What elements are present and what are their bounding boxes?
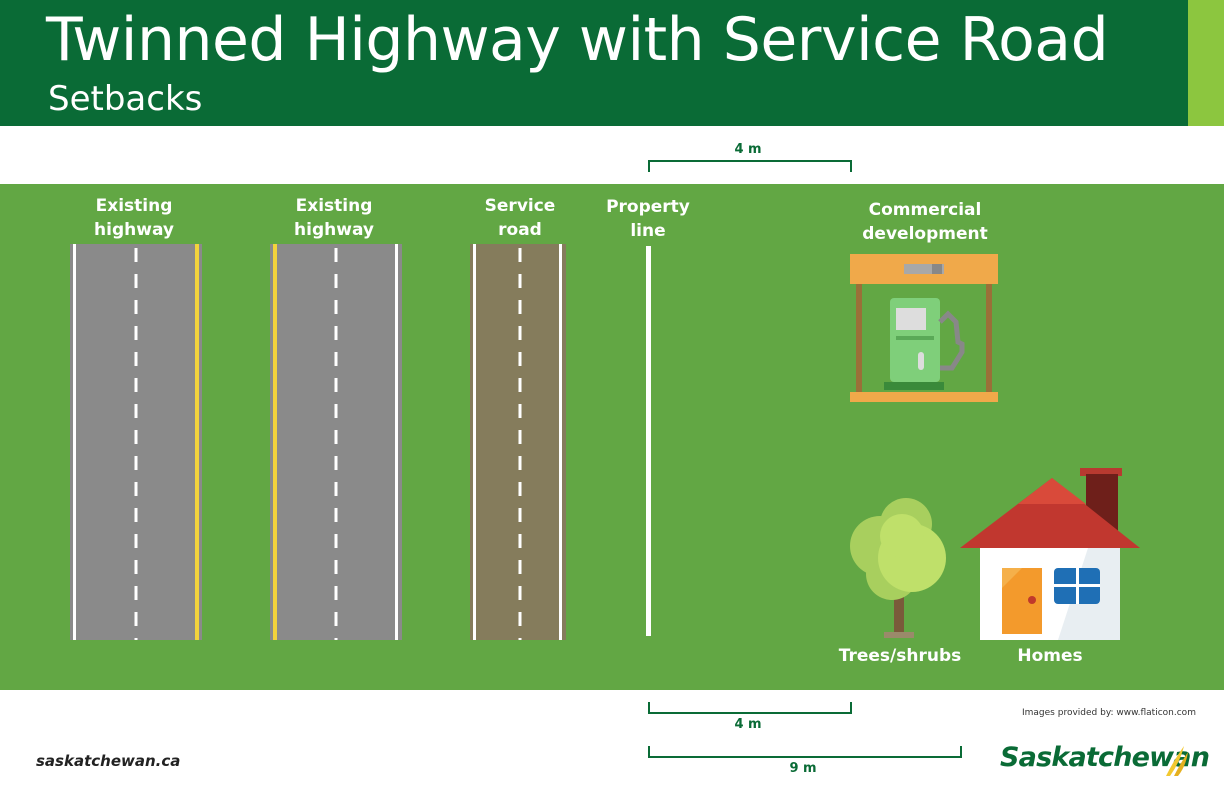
label-service-road: Service road: [484, 196, 556, 240]
label-trees-shrubs: Trees/shrubs: [838, 646, 962, 666]
existing-highway-1: [70, 244, 202, 640]
gas-station-icon: [850, 254, 998, 402]
dimension-bracket-top-commercial: [648, 160, 852, 172]
tree-icon: [850, 498, 946, 638]
label-homes: Homes: [1017, 646, 1083, 666]
label-commercial-development: Commercial development: [862, 200, 988, 244]
label-existing-highway-1: Existing highway: [94, 196, 174, 240]
page-subtitle: Setbacks: [48, 79, 203, 119]
service-road: [470, 244, 566, 640]
image-credit: Images provided by: www.flaticon.com: [1022, 708, 1196, 718]
label-property-line: Property line: [606, 197, 690, 241]
existing-highway-2: [270, 244, 402, 640]
dimension-label-bottom-trees: 4 m: [734, 717, 762, 732]
dimension-label-top-commercial: 4 m: [734, 142, 762, 157]
label-existing-highway-2: Existing highway: [294, 196, 374, 240]
dimension-bracket-bottom-homes: [648, 746, 962, 758]
wheat-icon: [1166, 746, 1188, 776]
header-bar: Twinned Highway with Service Road Setbac…: [0, 0, 1188, 126]
dimension-bracket-bottom-trees: [648, 702, 852, 714]
website-link[interactable]: saskatchewan.ca: [36, 752, 181, 770]
header-accent: [1188, 0, 1224, 126]
page-title: Twinned Highway with Service Road: [46, 5, 1109, 75]
property-line: [646, 246, 651, 636]
dimension-label-bottom-homes: 9 m: [789, 761, 817, 776]
house-icon: [960, 468, 1140, 640]
